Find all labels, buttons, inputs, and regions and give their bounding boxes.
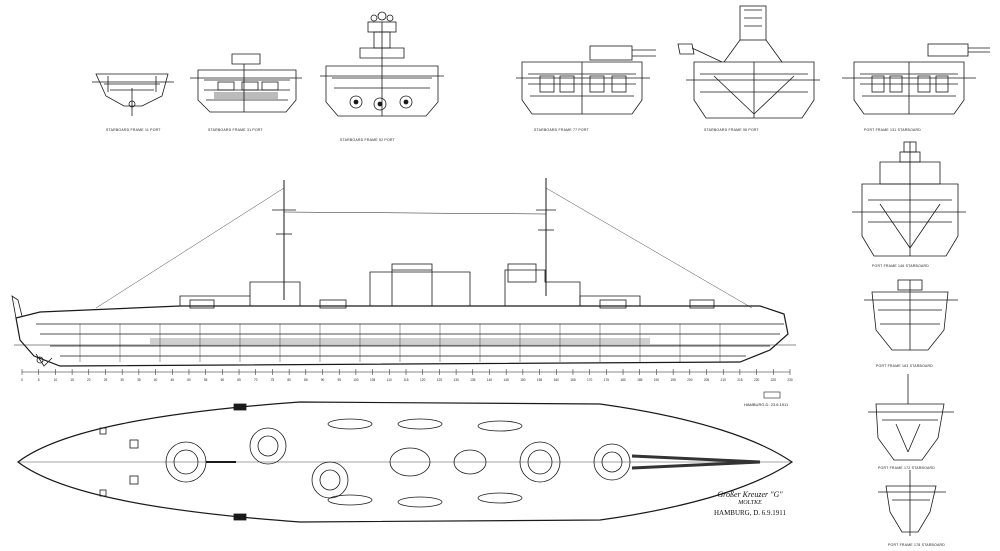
cross-section-2: [190, 53, 302, 113]
cross-section-9: [868, 374, 954, 461]
frame-tick-label: 110: [387, 378, 392, 382]
frame-tick-label: 210: [721, 378, 727, 382]
section-caption-5: STARBOARD FRAME 95 PORT: [704, 128, 759, 132]
frame-tick-label: 75: [271, 378, 275, 382]
frame-tick-label: 5: [38, 378, 40, 382]
cross-section-5: [677, 5, 820, 119]
section-caption-7: PORT FRAME 146 STARBOARD: [872, 264, 929, 268]
section-caption-8: PORT FRAME 163 STARBOARD: [876, 364, 933, 368]
cross-section-3: [320, 11, 444, 117]
frame-tick-label: 0: [21, 378, 23, 382]
frame-tick-label: 115: [403, 378, 408, 382]
frame-tick-label: 140: [487, 378, 493, 382]
frame-tick-label: 15: [70, 378, 74, 382]
frame-tick-label: 190: [654, 378, 660, 382]
place-date: HAMBURG, D. 6.9.1911: [713, 509, 787, 517]
frame-tick-label: 105: [370, 378, 376, 382]
frame-tick-label: 135: [470, 378, 476, 382]
frame-tick-label: 85: [304, 378, 308, 382]
cross-section-6: [842, 43, 990, 115]
ship-type: Großer Kreuzer "G": [717, 490, 783, 499]
title-block: Großer Kreuzer "G" MOLTKE HAMBURG, D. 6.…: [690, 490, 810, 517]
frame-tick-label: 180: [620, 378, 626, 382]
frame-tick-label: 50: [187, 378, 191, 382]
frame-tick-label: 130: [453, 378, 459, 382]
frame-tick-label: 145: [504, 378, 510, 382]
frame-tick-label: 220: [754, 378, 760, 382]
frame-tick-label: 205: [704, 378, 710, 382]
frame-tick-label: 95: [337, 378, 341, 382]
frame-tick-label: 45: [170, 378, 174, 382]
frame-tick-label: 160: [554, 378, 560, 382]
frame-tick-label: 25: [104, 378, 108, 382]
section-caption-2: STARBOARD FRAME 31 PORT: [208, 128, 263, 132]
registration-stamp: HAMBURG D. 23.6.1911: [744, 402, 789, 407]
frame-tick-label: 200: [687, 378, 693, 382]
frame-tick-label: 20: [87, 378, 91, 382]
frame-tick-label: 125: [437, 378, 443, 382]
cross-section-7: [852, 141, 966, 257]
frame-tick-label: 170: [587, 378, 593, 382]
ship-name: MOLTKE: [738, 500, 762, 506]
frame-tick-label: 90: [321, 378, 325, 382]
frame-tick-label: 230: [787, 378, 793, 382]
frame-tick-label: 150: [520, 378, 526, 382]
frame-tick-label: 80: [287, 378, 291, 382]
frame-tick-label: 225: [771, 378, 777, 382]
section-caption-1: STARBOARD FRAME 11 PORT: [106, 128, 161, 132]
cross-section-1: [92, 73, 174, 116]
frame-tick-label: 155: [537, 378, 543, 382]
frame-tick-label: 40: [154, 378, 158, 382]
deck-plan: [17, 401, 794, 523]
section-caption-6: PORT FRAME 131 STARBOARD: [864, 128, 921, 132]
frame-tick-label: 70: [254, 378, 258, 382]
cross-section-4: [516, 45, 656, 115]
frame-scale: 0 5 10 15 20 25 30 35 40 45 50 55 60 65 70 75 80 85 90 95 10…: [21, 369, 793, 382]
frame-tick-label: 65: [237, 378, 241, 382]
frame-tick-label: 35: [137, 378, 141, 382]
section-caption-3: STARBOARD FRAME 52 PORT: [340, 138, 395, 142]
frame-tick-label: 185: [637, 378, 643, 382]
cross-section-10: [878, 470, 946, 536]
section-caption-10: PORT FRAME 178 STARBOARD: [888, 543, 945, 547]
frame-tick-label: 30: [120, 378, 124, 382]
frame-tick-label: 195: [670, 378, 676, 382]
cross-section-8: [864, 279, 958, 351]
frame-tick-label: 100: [353, 378, 359, 382]
frame-tick-label: 175: [604, 378, 610, 382]
frame-tick-label: 165: [570, 378, 576, 382]
section-caption-4: STARBOARD FRAME 77 PORT: [534, 128, 589, 132]
frame-tick-label: 215: [737, 378, 743, 382]
side-profile: [11, 178, 796, 367]
frame-tick-label: 120: [420, 378, 426, 382]
section-caption-9: PORT FRAME 172 STARBOARD: [878, 466, 935, 470]
frame-tick-label: 55: [204, 378, 208, 382]
frame-tick-label: 10: [54, 378, 58, 382]
frame-tick-label: 60: [221, 378, 225, 382]
